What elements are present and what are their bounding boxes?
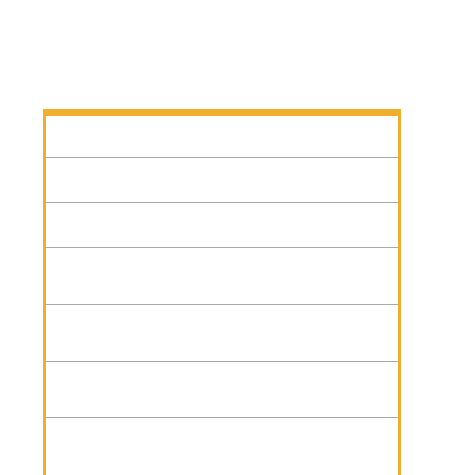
lined-panel <box>43 109 401 475</box>
list-row <box>46 248 398 305</box>
list-row <box>46 116 398 158</box>
list-row <box>46 305 398 362</box>
list-row <box>46 203 398 248</box>
list-row <box>46 158 398 203</box>
list-row <box>46 362 398 418</box>
list-row <box>46 418 398 475</box>
